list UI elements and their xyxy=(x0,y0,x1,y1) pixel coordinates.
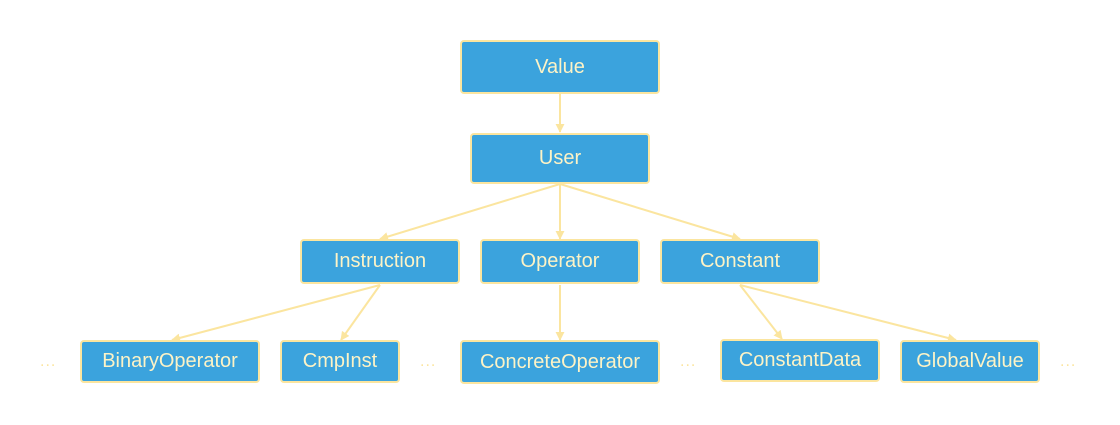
node-concrete-operator: ConcreteOperator xyxy=(460,340,660,384)
node-instruction: Instruction xyxy=(300,239,460,284)
edge-user-instruction xyxy=(379,183,561,241)
node-constant: Constant xyxy=(660,239,820,284)
edge-constant-globalvalue xyxy=(739,284,957,343)
ellipsis-mid-left: ... xyxy=(420,353,437,370)
edge-user-constant xyxy=(559,183,741,241)
ellipsis-right: ... xyxy=(1060,353,1077,370)
ellipsis-left: ... xyxy=(40,353,57,370)
node-binary-operator: BinaryOperator xyxy=(80,340,260,383)
node-value: Value xyxy=(460,40,660,94)
node-operator: Operator xyxy=(480,239,640,284)
edge-instruction-binaryoperator xyxy=(171,284,381,343)
node-constant-data: ConstantData xyxy=(720,339,880,382)
node-global-value: GlobalValue xyxy=(900,340,1040,383)
node-user: User xyxy=(470,133,650,184)
ellipsis-mid-right: ... xyxy=(680,353,697,370)
edge-instruction-cmpinst xyxy=(340,284,381,341)
node-cmp-inst: CmpInst xyxy=(280,340,400,383)
edge-constant-constantdata xyxy=(739,284,783,340)
